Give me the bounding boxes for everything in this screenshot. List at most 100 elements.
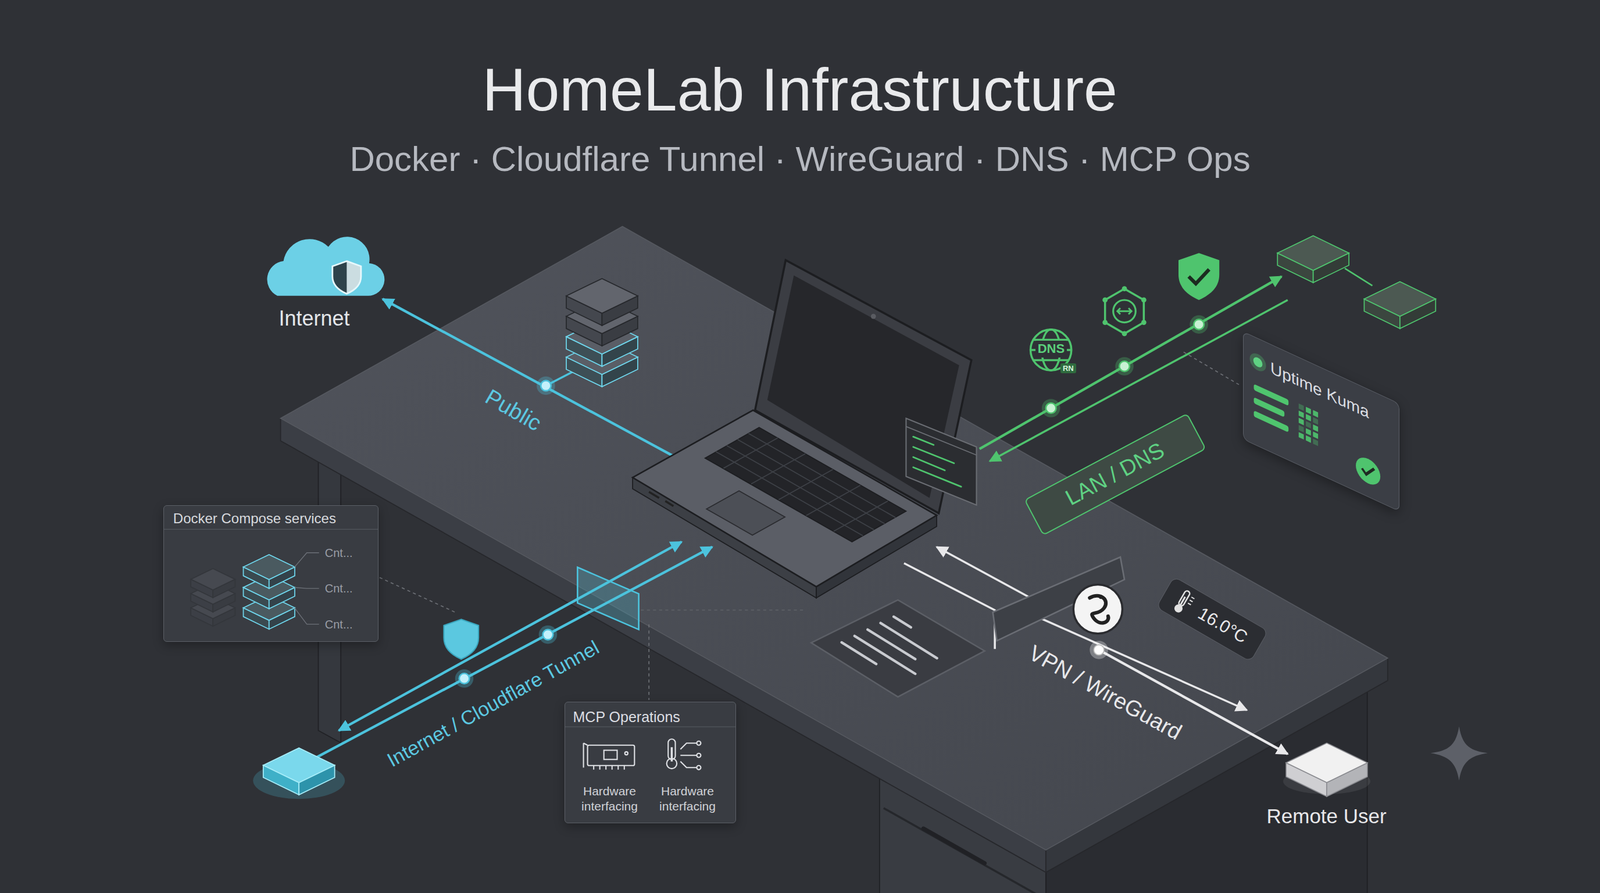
laptop (870, 313, 877, 320)
hex-icon (1102, 297, 1108, 303)
status-graphics (1253, 410, 1289, 433)
server-stack (566, 278, 638, 387)
server-stack (566, 278, 638, 326)
cloud-icon (332, 261, 362, 294)
status-graphics (1253, 397, 1285, 418)
container-stack (243, 607, 269, 630)
status-graphics (1312, 424, 1319, 432)
hardware-icons (624, 752, 628, 756)
terminal-window (905, 418, 977, 506)
terminal-panel (841, 642, 877, 664)
user-device (1283, 768, 1371, 795)
sparkle (1430, 726, 1488, 781)
status-graphics (1298, 425, 1304, 433)
hex-icon (1141, 297, 1147, 303)
status-graphics (1249, 350, 1266, 375)
cloud-icon (267, 236, 385, 296)
status-graphics (1298, 403, 1304, 412)
container-stack (212, 579, 235, 598)
terminal-window (905, 418, 977, 506)
shield-check-icon (1178, 252, 1220, 300)
public-link (540, 380, 552, 392)
container-stack (190, 593, 213, 613)
terminal-panel (811, 600, 985, 698)
hex-icon (1113, 300, 1137, 323)
laptop (778, 469, 833, 500)
hardware-icons (696, 753, 701, 758)
desk (280, 226, 1388, 893)
hex-icon (1122, 286, 1128, 292)
container-stack (190, 607, 213, 627)
terminal-panel (841, 616, 938, 674)
status-graphics (1305, 406, 1312, 415)
status-graphics (1305, 435, 1312, 444)
container-stack (190, 568, 235, 591)
lan-links (1045, 402, 1057, 414)
badge-text: RN (1060, 363, 1077, 374)
label-box: LAN / DNS (1023, 413, 1206, 537)
hardware-icons (587, 745, 635, 766)
scene (252, 226, 1488, 893)
container-stack (190, 582, 235, 605)
status-graphics (1312, 417, 1319, 425)
dns-globe-icon (1033, 359, 1069, 362)
terminal-panel (893, 616, 912, 628)
thermometer-icon (1172, 602, 1184, 614)
tunnel-links (538, 625, 558, 645)
cloud-icon (267, 236, 385, 296)
thermometer-icon (1177, 590, 1191, 607)
hardware-icons (668, 739, 675, 760)
container-stack (163, 529, 378, 630)
icon-caption: Hardware interfacing (573, 783, 646, 813)
hardware-icons (696, 741, 701, 746)
status-graphics (1312, 438, 1319, 447)
panel-title: Uptime Kuma (1270, 358, 1370, 424)
container-stack (190, 579, 213, 598)
lan-servers (1363, 281, 1436, 329)
hex-icon (1122, 330, 1128, 337)
hex-icon (1102, 286, 1146, 337)
lan-links (1189, 315, 1209, 334)
vpn-links (936, 547, 1031, 599)
hex-icon (1105, 288, 1145, 334)
tunnel-links (648, 624, 650, 700)
laptop (751, 453, 806, 484)
vpn-links (1098, 594, 1103, 599)
tunnel-links (640, 609, 806, 612)
monitor-panel: Uptime Kuma (1243, 331, 1400, 512)
container-label: Cnt... (325, 617, 353, 632)
public-link (382, 298, 674, 456)
container-stack (294, 552, 319, 624)
thermometer-icon (1179, 597, 1185, 607)
lan-links (1115, 356, 1134, 376)
lan-servers (1277, 235, 1349, 283)
vpn-links (1089, 640, 1109, 660)
status-graphics (1355, 453, 1381, 489)
container-stack (243, 595, 295, 621)
container-stack (190, 568, 235, 627)
terminal-window (913, 447, 955, 464)
device-node: Remote User (1263, 740, 1391, 831)
tunnel-links (455, 669, 474, 688)
tunnel-links (577, 567, 639, 630)
laptop (723, 437, 778, 469)
hardware-icons (603, 750, 617, 760)
thermometer-icon (1187, 597, 1195, 605)
user-device (1286, 743, 1368, 783)
panel-title: MCP Operations (573, 708, 681, 726)
cloud-icon (347, 261, 362, 294)
line-label: Public (480, 383, 546, 437)
laptop (705, 427, 907, 542)
container-stack (243, 587, 269, 609)
lan-links (1041, 398, 1061, 418)
hardware-icons (583, 739, 701, 771)
status-graphics (1361, 463, 1374, 478)
laptop (748, 433, 896, 519)
laptop (706, 490, 785, 535)
status-graphics (1298, 432, 1304, 441)
subtitle: Docker · Cloudflare Tunnel · WireGuard ·… (349, 138, 1250, 181)
public-link (382, 298, 674, 456)
container-stack (269, 566, 295, 589)
status-graphics (1249, 350, 1381, 489)
